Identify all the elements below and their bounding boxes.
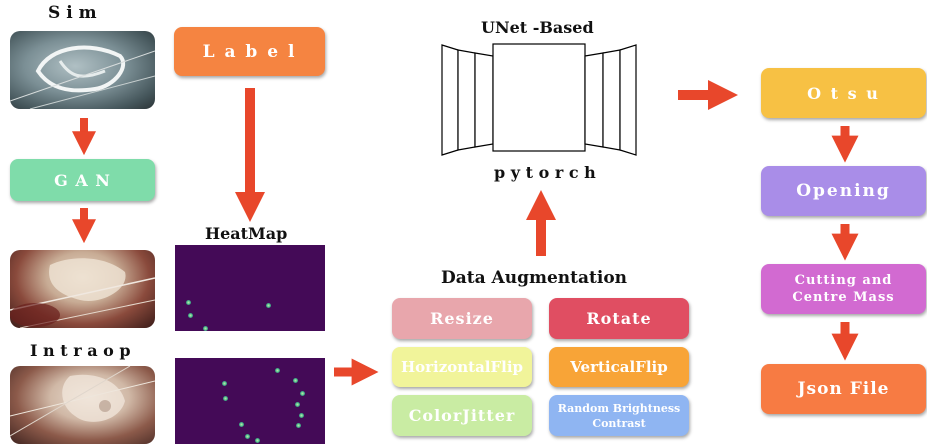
random-brightness-box-line2: Contrast — [592, 416, 646, 430]
otsu-box: O t s u — [761, 68, 926, 118]
label-box: L a b e l — [174, 27, 325, 76]
gan-box-label: G A N — [54, 170, 111, 190]
gan-box: G A N — [10, 159, 155, 201]
heatmap-bottom — [175, 358, 325, 444]
pytorch-label: p y t o r c h — [494, 163, 596, 182]
heatmap-point — [266, 303, 271, 308]
json-file-box-label: Json File — [797, 379, 890, 399]
rotate-box: Rotate — [549, 298, 689, 339]
gan-output-image-content — [10, 258, 155, 328]
cutting-box-line1: Cutting and — [794, 273, 893, 288]
vertical-flip-box: VerticalFlip — [549, 347, 689, 387]
resize-box: Resize — [392, 298, 532, 339]
heatmap-point — [300, 391, 305, 396]
intraop-image — [10, 366, 155, 444]
unet-shape — [441, 43, 637, 156]
resize-box-label: Resize — [430, 309, 494, 328]
label-box-label: L a b e l — [202, 41, 297, 62]
heatmap-point — [275, 368, 280, 373]
heatmap-point — [203, 326, 208, 331]
opening-box: Opening — [761, 166, 926, 216]
sim-label: S i m — [48, 3, 97, 23]
heatmap-point — [186, 300, 191, 305]
heatmap-point — [299, 413, 304, 418]
sim-image-content — [10, 45, 155, 109]
heatmap-point — [222, 381, 227, 386]
heatmap-point — [188, 313, 193, 318]
heatmap-point — [296, 423, 301, 428]
gan-output-image — [10, 250, 155, 328]
random-brightness-box: Random Brightness Contrast — [549, 395, 689, 436]
heatmap-point — [255, 438, 260, 443]
otsu-box-label: O t s u — [807, 83, 880, 103]
color-jitter-box-label: ColorJitter — [408, 406, 516, 425]
opening-box-label: Opening — [796, 181, 891, 201]
data-augmentation-label: Data Augmentation — [441, 268, 628, 288]
json-file-box: Json File — [761, 364, 926, 414]
heatmap-top — [175, 245, 325, 331]
intraop-label: I n t r a o p — [30, 341, 131, 360]
vertical-flip-box-label: VerticalFlip — [570, 358, 668, 376]
heatmap-point — [223, 396, 228, 401]
unet-label: UNet -Based — [481, 18, 594, 37]
random-brightness-box-line1: Random Brightness — [557, 401, 681, 415]
horizontal-flip-box-label: HorizontalFlip — [400, 358, 524, 376]
cutting-box-line2: Centre Mass — [792, 290, 895, 305]
horizontal-flip-box: HorizontalFlip — [392, 347, 532, 387]
intraop-image-content — [10, 366, 155, 437]
heatmap-label: HeatMap — [205, 224, 288, 243]
heatmap-point — [239, 422, 244, 427]
heatmap-point — [245, 434, 250, 439]
heatmap-point — [293, 378, 298, 383]
color-jitter-box: ColorJitter — [392, 395, 532, 436]
rotate-box-label: Rotate — [586, 309, 652, 328]
heatmap-point — [295, 402, 300, 407]
sim-image — [10, 31, 155, 109]
cutting-centre-mass-box: Cutting and Centre Mass — [761, 264, 926, 314]
